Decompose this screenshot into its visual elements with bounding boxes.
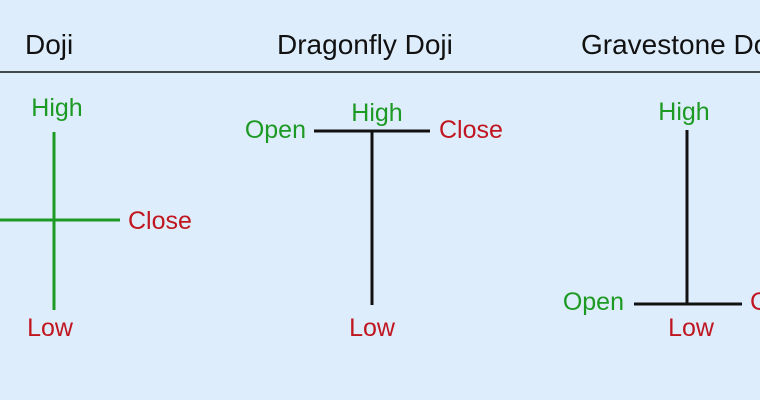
title-gravestone-doji: Gravestone Doji <box>581 29 760 60</box>
gravestone-doji-panel: High Open Low Close <box>563 98 760 342</box>
doji-close-label: Close <box>128 207 192 235</box>
title-dragonfly-doji: Dragonfly Doji <box>277 29 453 60</box>
doji-low-label: Low <box>27 314 74 342</box>
gravestone-close-label: Close <box>750 288 760 316</box>
dragonfly-high-label: High <box>351 99 402 127</box>
doji-high-label: High <box>31 94 82 122</box>
dragonfly-close-label: Close <box>439 116 503 144</box>
dragonfly-open-label: Open <box>245 116 306 144</box>
dragonfly-doji-panel: Open High Close Low <box>245 99 503 342</box>
gravestone-open-label: Open <box>563 288 624 316</box>
dragonfly-low-label: Low <box>349 314 396 342</box>
doji-panel: High Close Low <box>0 94 192 342</box>
gravestone-low-label: Low <box>668 314 715 342</box>
gravestone-high-label: High <box>658 98 709 126</box>
title-doji: Doji <box>25 29 73 60</box>
